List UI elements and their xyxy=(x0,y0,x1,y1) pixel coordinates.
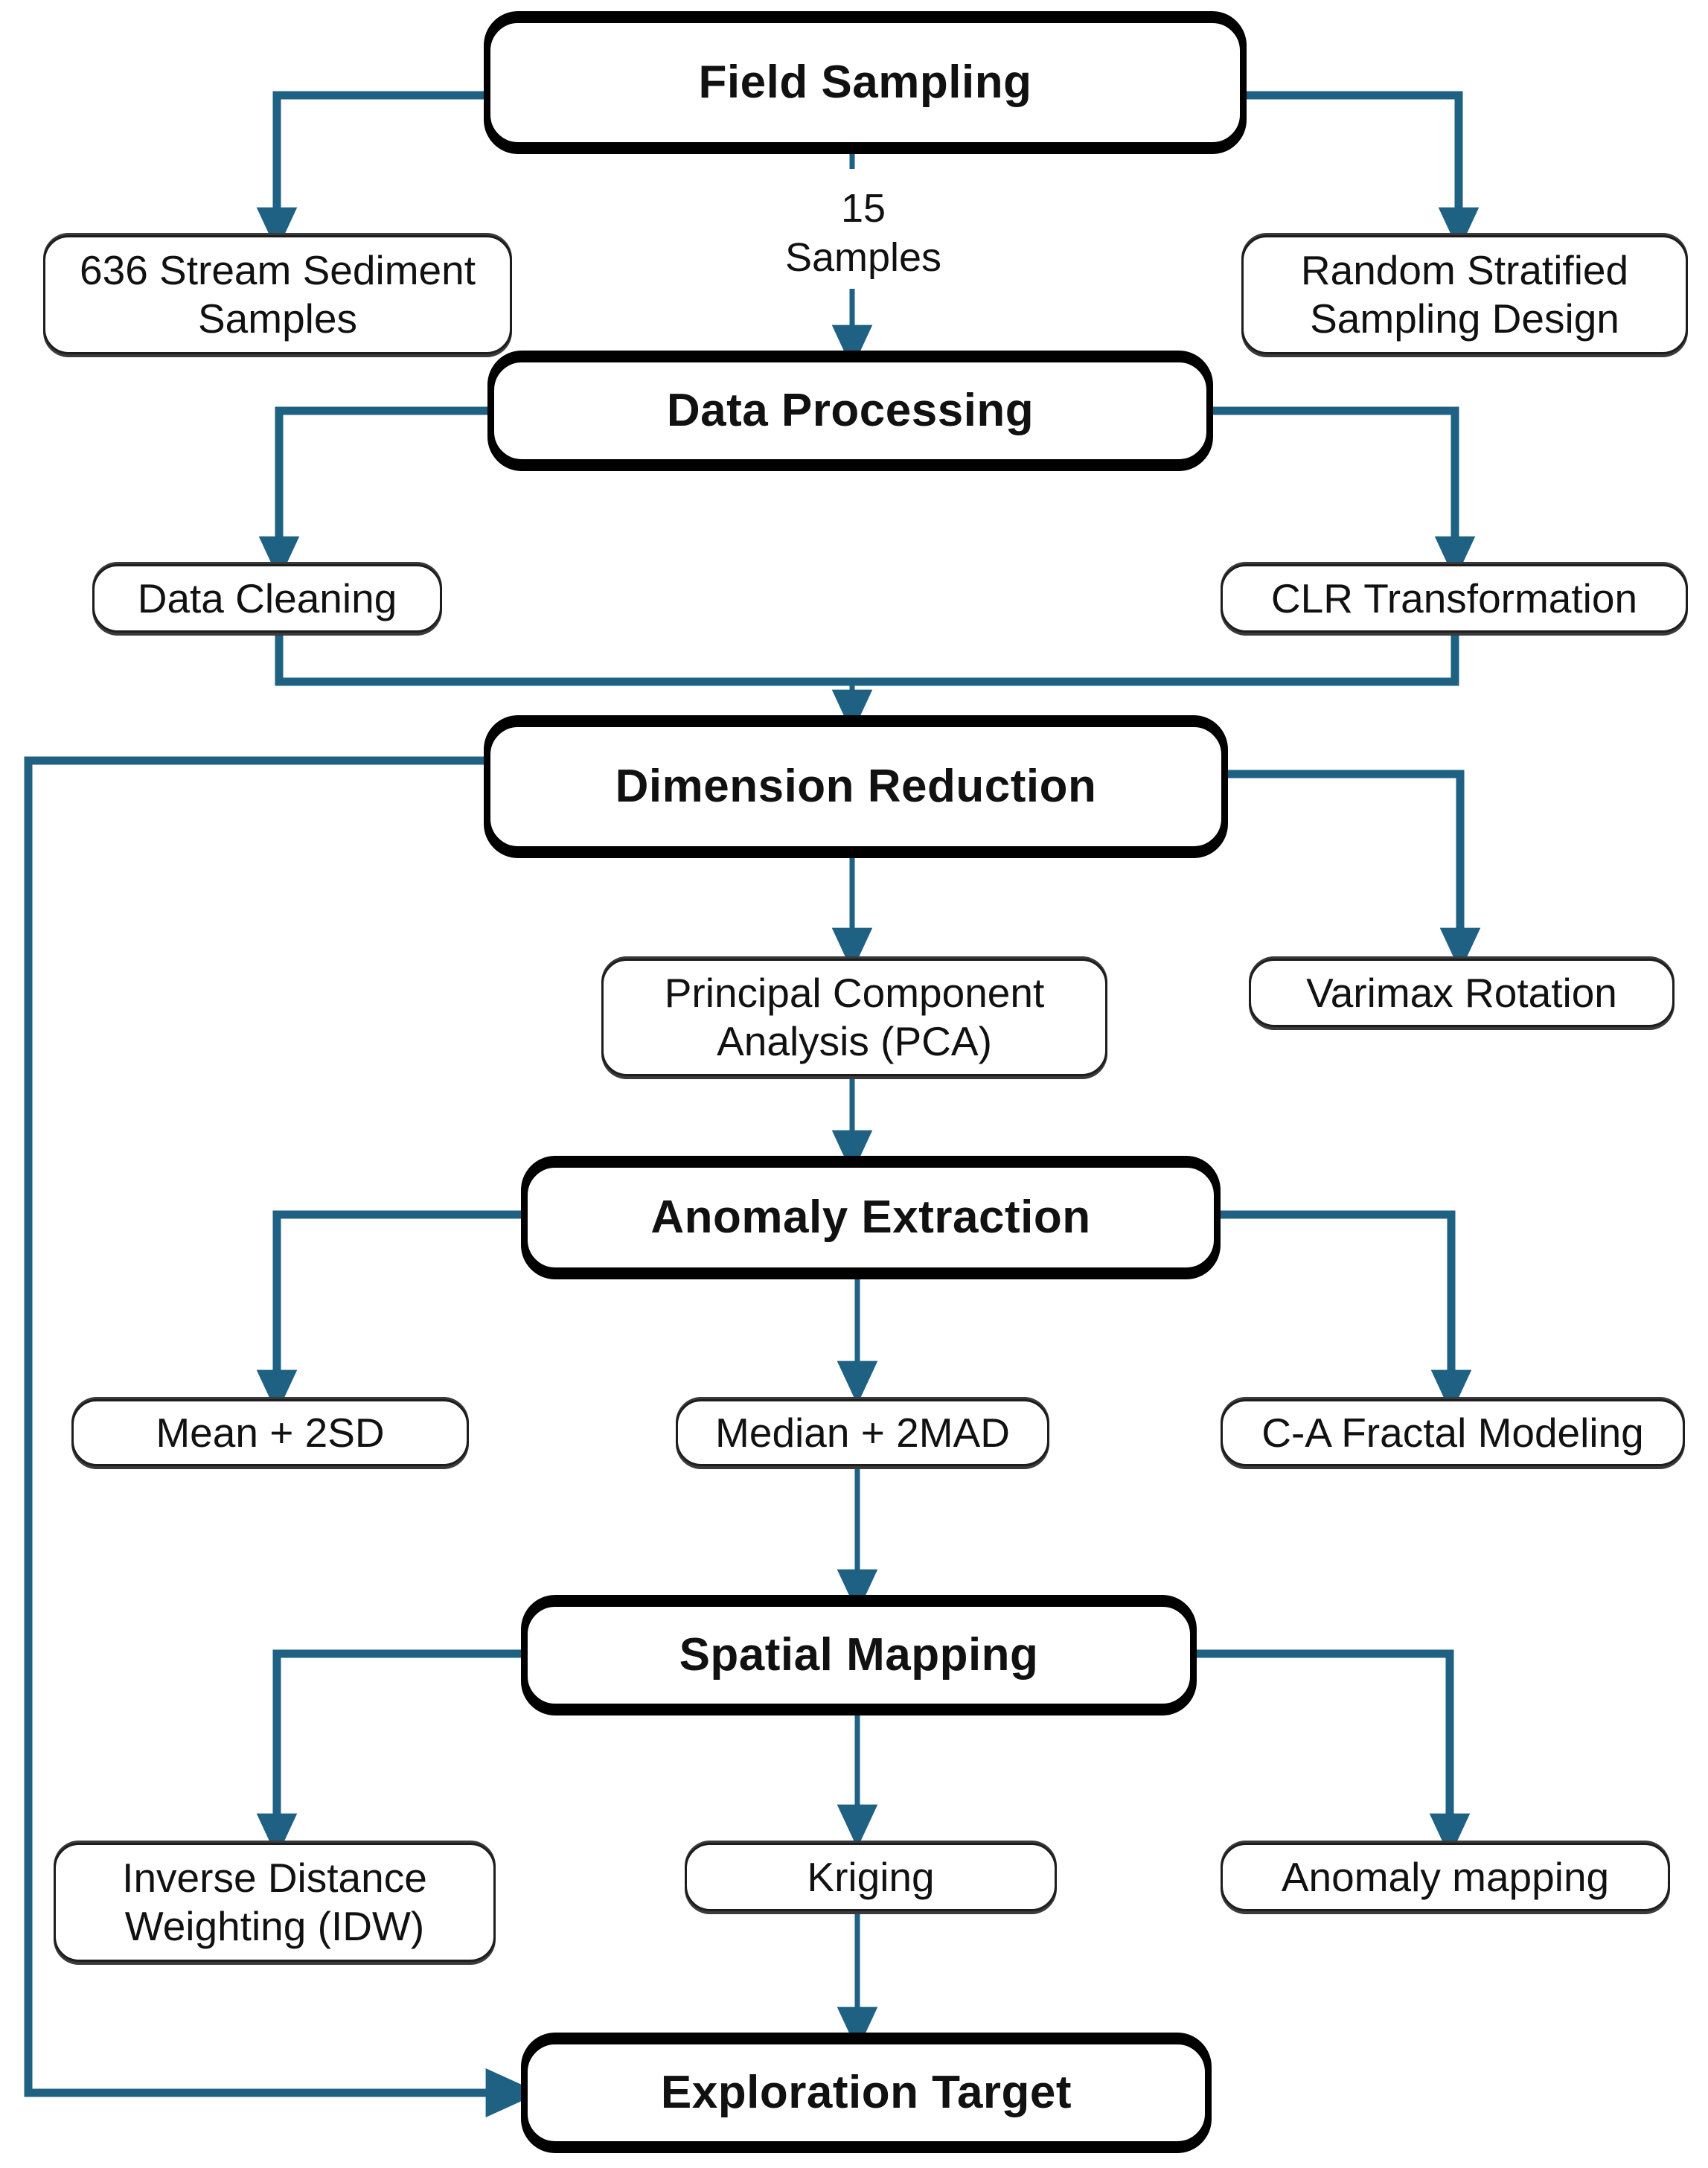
node-data-processing[interactable]: Data Processing xyxy=(487,356,1213,466)
node-dimension-reduction[interactable]: Dimension Reduction xyxy=(484,720,1228,853)
node-ca-fractal[interactable]: C-A Fractal Modeling xyxy=(1221,1399,1685,1466)
node-idw[interactable]: Inverse Distance Weighting (IDW) xyxy=(54,1843,496,1962)
node-field-sampling[interactable]: Field Sampling xyxy=(484,16,1247,149)
node-data-cleaning[interactable]: Data Cleaning xyxy=(92,564,442,633)
edge-field-to-stream xyxy=(272,91,484,220)
node-anomaly-mapping[interactable]: Anomaly mapping xyxy=(1221,1843,1670,1911)
edge-processing-to-clr xyxy=(1213,406,1459,549)
edge-anomaly-to-mean xyxy=(272,1210,521,1383)
edge-label-samples-count: 15 Samples xyxy=(752,185,975,283)
node-median-2mad[interactable]: Median + 2MAD xyxy=(676,1399,1049,1466)
node-pca[interactable]: Principal Component Analysis (PCA) xyxy=(601,959,1107,1076)
edge-merge-bus xyxy=(275,634,1459,686)
edge-dimension-to-varimax xyxy=(1228,770,1465,938)
node-kriging[interactable]: Kriging xyxy=(685,1843,1057,1911)
node-mean-2sd[interactable]: Mean + 2SD xyxy=(71,1399,469,1466)
edge-field-to-design xyxy=(1247,91,1463,220)
edge-anomaly-to-fractal xyxy=(1221,1210,1456,1383)
edge-spatial-to-anomaly-map xyxy=(1197,1649,1454,1826)
edge-processing-to-cleaning xyxy=(275,406,487,549)
node-varimax-rotation[interactable]: Varimax Rotation xyxy=(1249,959,1675,1027)
node-exploration-target[interactable]: Exploration Target xyxy=(521,2038,1212,2148)
edge-spatial-to-idw xyxy=(272,1649,521,1826)
node-stream-sediment[interactable]: 636 Stream Sediment Samples xyxy=(43,235,512,354)
node-spatial-mapping[interactable]: Spatial Mapping xyxy=(521,1600,1197,1710)
node-anomaly-extraction[interactable]: Anomaly Extraction xyxy=(521,1161,1221,1274)
node-sampling-design[interactable]: Random Stratified Sampling Design xyxy=(1241,235,1688,354)
node-clr-transformation[interactable]: CLR Transformation xyxy=(1221,564,1688,633)
